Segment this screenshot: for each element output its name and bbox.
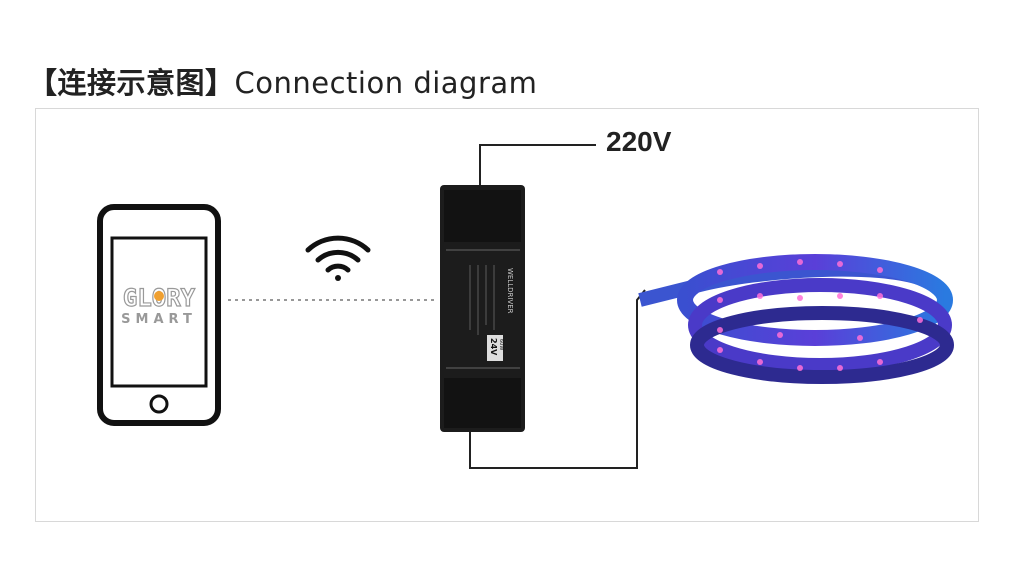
- led-strip-image: [638, 254, 954, 384]
- diagram-title: 【连接示意图】Connection diagram: [28, 60, 537, 102]
- controller-voltage: 24V: [489, 338, 498, 356]
- diagram-frame: [35, 108, 979, 522]
- logo-glory: GLORY: [123, 284, 196, 312]
- wifi-icon: [305, 235, 371, 281]
- title-english: Connection diagram: [234, 66, 538, 100]
- power-wire: [479, 144, 596, 185]
- wifi-controller-device: WELLDRIVER 24V 60W: [440, 185, 525, 432]
- voltage-label: 220V: [606, 126, 672, 157]
- controller-brand: WELLDRIVER: [506, 268, 514, 314]
- logo-smart: SMART: [121, 312, 197, 327]
- smartphone-icon: GLORY SMART: [97, 204, 221, 426]
- title-chinese: 【连接示意图】: [28, 66, 235, 100]
- controller-power: 60W: [498, 339, 504, 350]
- bulb-icon: [154, 291, 164, 301]
